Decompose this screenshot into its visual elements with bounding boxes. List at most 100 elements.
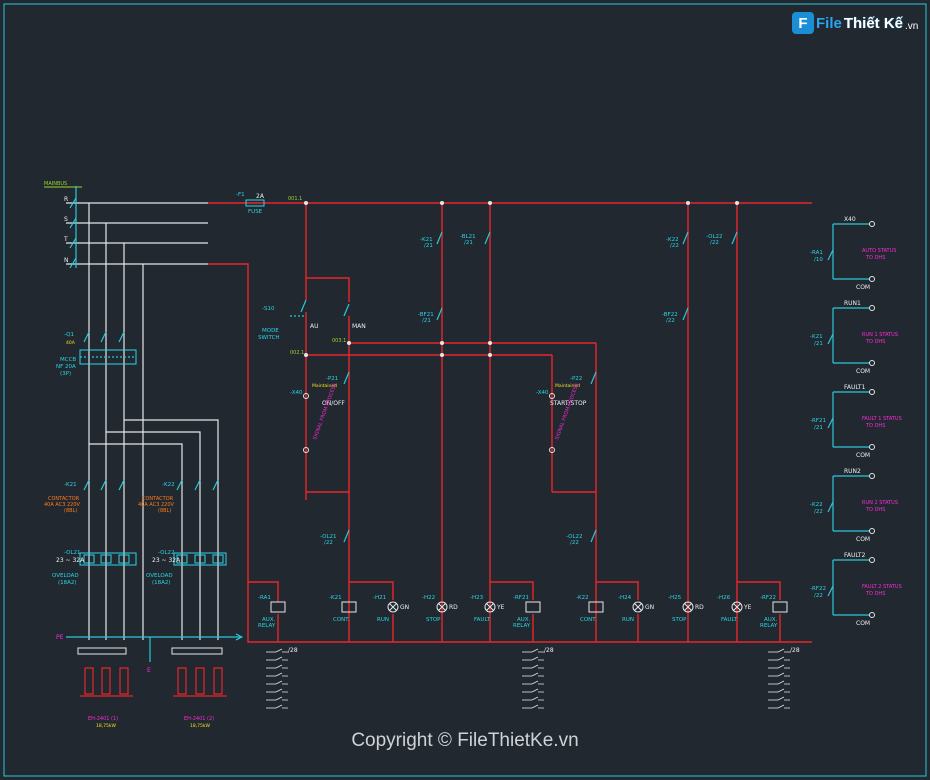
logo-word-vn: .vn (905, 20, 919, 32)
sw2-tag: -P22 (570, 376, 582, 382)
contact-ol22b: -OL22 (566, 534, 583, 540)
node-3: 003.1 (332, 338, 346, 344)
coil-label: AUX. (764, 617, 778, 623)
mode-l2: SWITCH (258, 335, 280, 341)
overload1-tag: -OL21 (64, 550, 81, 556)
motor2-l2: 18,75kW (190, 723, 210, 729)
terminal-block-layer: /28/28/28 (266, 647, 800, 709)
contactor1-l1: CONTACTOR (48, 496, 80, 502)
output-label-2: TO DHS (865, 423, 885, 429)
contact-bl21-ref: /21 (464, 240, 473, 246)
lamp-cross (389, 603, 397, 611)
output-ref: /10 (814, 257, 823, 263)
coil-label: AUX. (517, 617, 531, 623)
output-label-1: RUN 2 STATUS (862, 500, 898, 506)
lamp-symbol (682, 601, 694, 613)
signal-label-a: SIGNAL FROM PROCESS (312, 383, 338, 441)
contact-bl21: -BL21 (460, 234, 476, 240)
overload2-l2: (18A2) (152, 580, 171, 586)
phase-n-label: N (64, 257, 69, 264)
mode-l1: MODE (262, 328, 279, 334)
contact-ol21: -OL21 (320, 534, 337, 540)
logo-mark: F (792, 12, 814, 34)
mode-man: MAN (352, 323, 366, 330)
contact-ol21-ref: /22 (324, 540, 333, 546)
contact-k22: -K22 (666, 237, 679, 243)
coil-layer: -RA1AUX.RELAY-K21CONT.GN-H21RUNRD-H22STO… (258, 595, 788, 629)
coil-tag: -RF21 (513, 595, 529, 601)
coil-label-2: RELAY (513, 623, 531, 629)
mode-au: AU (310, 323, 319, 330)
mainbus-label: MAINBUS (44, 181, 67, 187)
coil-tag: -RA1 (258, 595, 271, 601)
terminal-xref: /28 (544, 647, 554, 654)
phase-t-label: T (63, 236, 68, 243)
terminal-xref: /28 (790, 647, 800, 654)
terminal-xref: /28 (288, 647, 298, 654)
terminal-block-2: /28 (768, 647, 800, 709)
sw1-text: ON/OFF (322, 400, 345, 407)
lamp-cross (486, 603, 494, 611)
output-tag: -RA1 (810, 250, 823, 256)
output-com-label: COM (856, 368, 870, 375)
contact-ol22b-ref: /22 (570, 540, 579, 546)
lamp-cross (733, 603, 741, 611)
motor1-l1: EH-2401 (1) (88, 716, 118, 722)
output-label-2: TO DHS (865, 339, 885, 345)
output-label-2: TO DHS (865, 591, 885, 597)
lamp-cross (634, 603, 642, 611)
overload2-l1: OVELOAD (146, 573, 173, 579)
contact-ol22-ref: /22 (710, 240, 719, 246)
coil-label: FAULT (474, 617, 491, 623)
contact-bf22: -BF22 (662, 312, 678, 318)
output-top-label: FAULT1 (844, 384, 866, 391)
breaker-tag: -Q1 (64, 332, 74, 338)
coil-tag: -H21 (373, 595, 386, 601)
contact-k21: -K21 (420, 237, 433, 243)
coil-label: CONT. (580, 617, 597, 623)
output-com-label: COM (856, 284, 870, 291)
pe-label: PE (56, 634, 64, 641)
copyright-text: Copyright © FileThietKe.vn (351, 730, 579, 751)
overload1-l2: (18A2) (58, 580, 77, 586)
fuse-tag: -F1 (236, 192, 245, 198)
contactor1-l3: (8BL) (64, 508, 77, 514)
output-com-label: COM (856, 620, 870, 627)
logo-word-thietke: Thiết Kế (843, 14, 904, 32)
terminal-block-1: /28 (522, 647, 554, 709)
sw1-sub: Maintained (312, 383, 337, 389)
coil-label: STOP (426, 617, 441, 623)
motor1-l2: 18,75kW (96, 723, 116, 729)
output-ref: /21 (814, 425, 823, 431)
contact-bf21: -BF21 (418, 312, 434, 318)
contact-bf22-ref: /22 (666, 318, 675, 324)
contactor2-tag: -K22 (162, 482, 175, 488)
coil-tag: -H23 (470, 595, 484, 601)
output-com-label: COM (856, 452, 870, 459)
output-tag: -RF22 (810, 586, 826, 592)
output-tag: -RF21 (810, 418, 826, 424)
phase-r-label: R (64, 196, 68, 203)
lamp-symbol (436, 601, 448, 613)
coil-label: RUN (377, 617, 389, 623)
contactor1-l2: 40A AC3 220V (44, 502, 81, 508)
x40-tag-a: -X40 (290, 390, 303, 396)
sw2-text: START/STOP (550, 400, 587, 407)
output-top-label: RUN1 (844, 300, 861, 307)
lamp-symbol (484, 601, 496, 613)
lamp-color: YE (496, 604, 505, 611)
coil-label-2: RELAY (258, 623, 276, 629)
fuse-label: FUSE (248, 209, 263, 215)
output-label-1: RUN 1 STATUS (862, 332, 898, 338)
coil-tag: -RF22 (760, 595, 776, 601)
coil-symbol (341, 601, 357, 613)
node-1: 001.1 (288, 196, 302, 202)
lamp-symbol (387, 601, 399, 613)
coil-label: FAULT (721, 617, 738, 623)
